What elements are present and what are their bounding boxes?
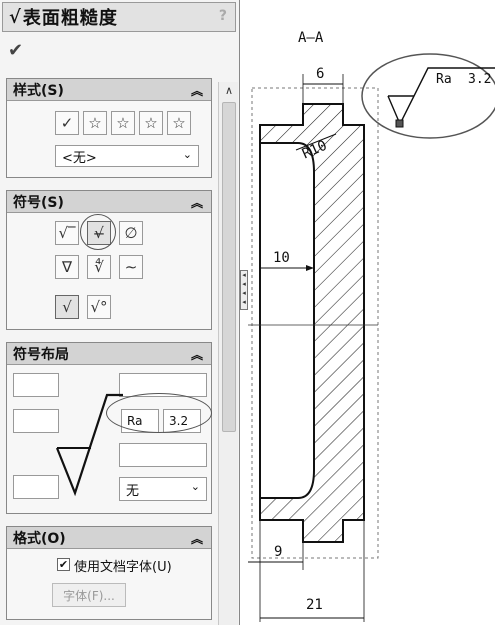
sampling-length-field[interactable] [119, 443, 207, 467]
panel-splitter-handle[interactable]: ◂◂◂◂ [240, 270, 248, 310]
favorite-save-icon[interactable]: ☆ [139, 111, 163, 135]
other-roughness-field[interactable] [13, 475, 59, 499]
basic-icon[interactable]: √‾ [55, 221, 79, 245]
surface-finish-icon: √ [9, 6, 21, 28]
format-group-title: 格式(O) [13, 530, 66, 547]
drawing-canvas[interactable]: A—A 6 R10 10 9 21 Ra 3.2 [248, 0, 495, 625]
dim-lower: 9 [274, 544, 283, 560]
dim-overall: 21 [306, 597, 323, 613]
favorite-add-icon[interactable]: ☆ [83, 111, 107, 135]
symbol-layout-group-title: 符号布局 [13, 346, 69, 363]
dim-inner: 10 [273, 250, 290, 266]
symbol-layout-group-header[interactable]: 符号布局 ︽ [7, 343, 211, 365]
styles-group-title: 样式(S) [13, 82, 64, 99]
chevron-up-icon[interactable]: ∧ [224, 84, 234, 97]
dim-top-width: 6 [316, 66, 325, 82]
section-view-drawing [248, 53, 495, 622]
production-method-field[interactable] [13, 373, 59, 397]
collapse-icon[interactable]: ︽ [190, 348, 203, 362]
use-document-font-checkbox[interactable]: ✔ [57, 558, 70, 571]
symbol-layout-group: 符号布局 ︽ Ra 3.2 无 ⌄ [6, 342, 212, 514]
styles-group: 样式(S) ︽ ✓ ☆ ☆ ☆ ☆ <无> ⌄ [6, 78, 212, 178]
help-icon[interactable]: ? [218, 8, 227, 24]
font-button-label: 字体(F)... [63, 588, 115, 603]
roughness-symbol-graphic [55, 393, 123, 497]
chevron-down-icon: ⌄ [182, 148, 192, 161]
style-select[interactable]: <无> ⌄ [55, 145, 199, 167]
symbol-group: 符号(S) ︽ √‾ √̶ ∅ ∇ ∜ ∼ √ √° [6, 190, 212, 330]
favorite-load-icon[interactable]: ☆ [167, 111, 191, 135]
chevron-down-icon: ⌄ [190, 480, 200, 493]
style-select-value: <无> [62, 150, 97, 166]
jis-no-machining-icon[interactable]: ∼ [119, 255, 143, 279]
collapse-icon[interactable]: ︽ [190, 532, 203, 546]
lay-direction-value: 无 [126, 483, 140, 499]
panel-scrollbar[interactable]: ∧ [218, 82, 238, 625]
symbol-group-title: 符号(S) [13, 194, 64, 211]
machining-allowance-field[interactable] [13, 409, 59, 433]
collapse-icon[interactable]: ︽ [190, 196, 203, 210]
jis-basic-icon[interactable]: ∇ [55, 255, 79, 279]
collapse-icon[interactable]: ︽ [190, 84, 203, 98]
callout-roughness-value: 3.2 [468, 72, 492, 87]
selection-highlight-ring [80, 214, 116, 250]
local-icon[interactable]: √ [55, 295, 79, 319]
property-manager-panel: √ 表面粗糙度 ? ✔ 样式(S) ︽ ✓ ☆ ☆ ☆ ☆ <无> ⌄ 符号(S… [0, 0, 240, 625]
section-label: A—A [298, 30, 324, 46]
scroll-thumb[interactable] [222, 102, 236, 432]
panel-titlebar: √ 表面粗糙度 ? [2, 2, 236, 32]
favorite-apply-icon[interactable]: ✓ [55, 111, 79, 135]
symbol-group-header[interactable]: 符号(S) ︽ [7, 191, 211, 213]
lay-direction-select[interactable]: 无 ⌄ [119, 477, 207, 501]
jis-machining-icon[interactable]: ∜ [87, 255, 111, 279]
favorite-delete-icon[interactable]: ☆ [111, 111, 135, 135]
all-around-icon[interactable]: √° [87, 295, 111, 319]
selection-highlight-ring [106, 393, 212, 433]
use-document-font-label: 使用文档字体(U) [74, 560, 172, 575]
format-group-header[interactable]: 格式(O) ︽ [7, 527, 211, 549]
callout-roughness-label: Ra [436, 72, 452, 87]
machining-prohibited-icon[interactable]: ∅ [119, 221, 143, 245]
styles-group-header[interactable]: 样式(S) ︽ [7, 79, 211, 101]
checkmark-icon[interactable]: ✔ [8, 40, 24, 61]
panel-title: 表面粗糙度 [22, 8, 118, 29]
font-button[interactable]: 字体(F)... [52, 583, 126, 607]
